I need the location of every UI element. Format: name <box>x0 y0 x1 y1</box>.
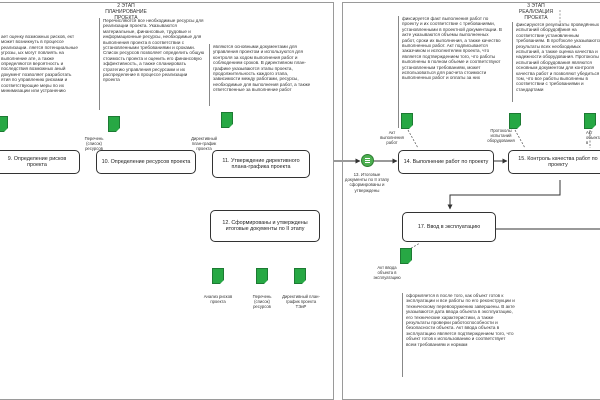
process-17-commission[interactable]: 17. Ввод в эксплуатацию <box>402 212 496 242</box>
doc-act-object-icon <box>400 248 412 264</box>
doc-12-risks-icon <box>212 268 224 284</box>
doc-plan-icon <box>221 112 233 128</box>
doc-resources-icon <box>108 116 120 132</box>
process-9-risks[interactable]: 9. Определение рисков проекта <box>0 150 80 174</box>
doc-12-resources-label: Перечень (список) ресурсов <box>252 294 272 309</box>
process-11-plan[interactable]: 11. Утверждение директивного плана-графи… <box>212 150 310 178</box>
doc-12-risks-label: Анализ рисков проекта <box>203 294 233 304</box>
note-act-object: оформляется в после того, как объект гот… <box>402 293 516 377</box>
doc-12-plan-icon <box>294 268 306 284</box>
note-risks: ает оценку возможных рисков, ект может в… <box>1 34 78 94</box>
doc-risks-icon <box>0 116 8 132</box>
doc-protocol-icon <box>509 113 521 129</box>
event-13-icon <box>361 154 374 167</box>
stage-2-frame <box>0 2 334 400</box>
note-act-work: фиксируется факт выполнения работ по про… <box>398 16 502 128</box>
doc-right-label: Акт объекта в <box>586 130 600 145</box>
process-15-quality[interactable]: 15. Контроль качества работ по проекту <box>508 150 600 174</box>
doc-act-work-icon <box>401 113 413 129</box>
doc-link-act-object <box>407 242 421 251</box>
note-resources: Перечисляются все необходимые ресурсы дл… <box>99 18 205 110</box>
doc-plan-label: Директивный план-график проекта <box>191 136 217 151</box>
doc-12-plan-label: Директивный план-график проекта ТЭиР <box>282 294 320 309</box>
process-12-docs[interactable]: 12. Сформированы и утверждены итоговые д… <box>210 210 320 242</box>
doc-resources-label: Перечень (список) ресурсов <box>84 136 104 151</box>
doc-act-work-label: Акт выполнения работ <box>380 130 404 145</box>
doc-12-resources-icon <box>256 268 268 284</box>
process-14-work[interactable]: 14. Выполнение работ по проекту <box>398 150 494 174</box>
doc-right-icon <box>584 113 596 129</box>
flow-15-to-17 <box>447 180 561 210</box>
event-13-label: 13. Итоговые документы по II этапу сформ… <box>344 172 390 193</box>
doc-act-object-label: Акт ввода объекта в эксплуатацию <box>373 265 401 280</box>
note-plan: являются основными документами для управ… <box>209 44 315 106</box>
process-10-resources[interactable]: 10. Определение ресурсов проекта <box>96 150 196 174</box>
note-protocol: фиксируются результаты проведённых испыт… <box>512 22 600 102</box>
doc-protocol-label: Протоколы испытаний оборудования <box>487 128 515 143</box>
